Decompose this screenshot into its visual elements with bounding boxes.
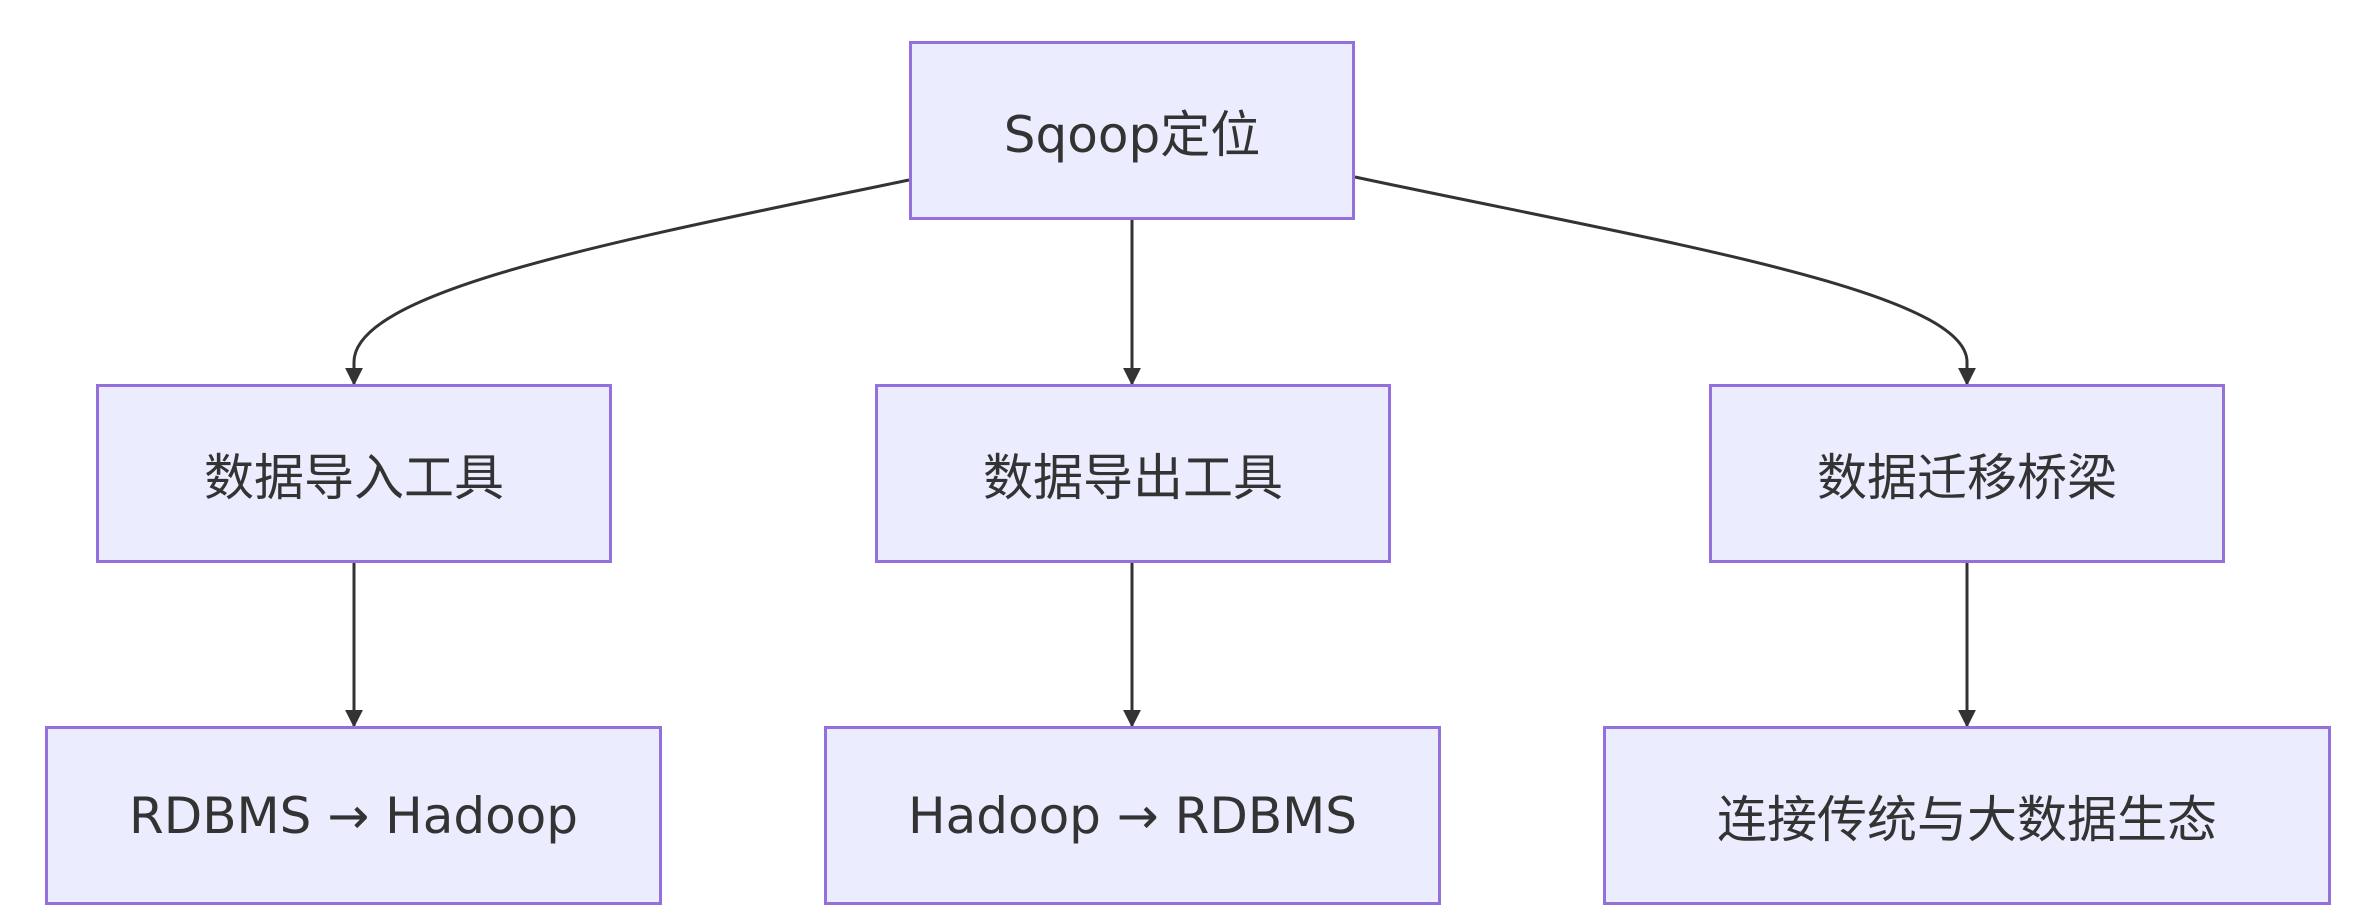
node-hadoop-to-rdbms: Hadoop → RDBMS bbox=[824, 726, 1441, 905]
node-label: Hadoop → RDBMS bbox=[908, 786, 1357, 845]
node-label: RDBMS → Hadoop bbox=[129, 786, 578, 845]
node-data-import-tool: 数据导入工具 bbox=[96, 384, 612, 563]
edge-root-to-import bbox=[345, 178, 910, 386]
node-sqoop-positioning: Sqoop定位 bbox=[909, 41, 1355, 220]
node-label: 数据导出工具 bbox=[983, 448, 1283, 507]
node-label: 数据迁移桥梁 bbox=[1817, 448, 2117, 507]
edge-root-to-bridge bbox=[1354, 175, 1976, 386]
node-connect-ecosystems: 连接传统与大数据生态 bbox=[1603, 726, 2331, 905]
node-label: 连接传统与大数据生态 bbox=[1717, 790, 2217, 849]
node-label: 数据导入工具 bbox=[204, 448, 504, 507]
node-data-export-tool: 数据导出工具 bbox=[875, 384, 1391, 563]
node-data-migration-bridge: 数据迁移桥梁 bbox=[1709, 384, 2225, 563]
node-label: Sqoop定位 bbox=[1003, 105, 1261, 164]
node-rdbms-to-hadoop: RDBMS → Hadoop bbox=[45, 726, 662, 905]
